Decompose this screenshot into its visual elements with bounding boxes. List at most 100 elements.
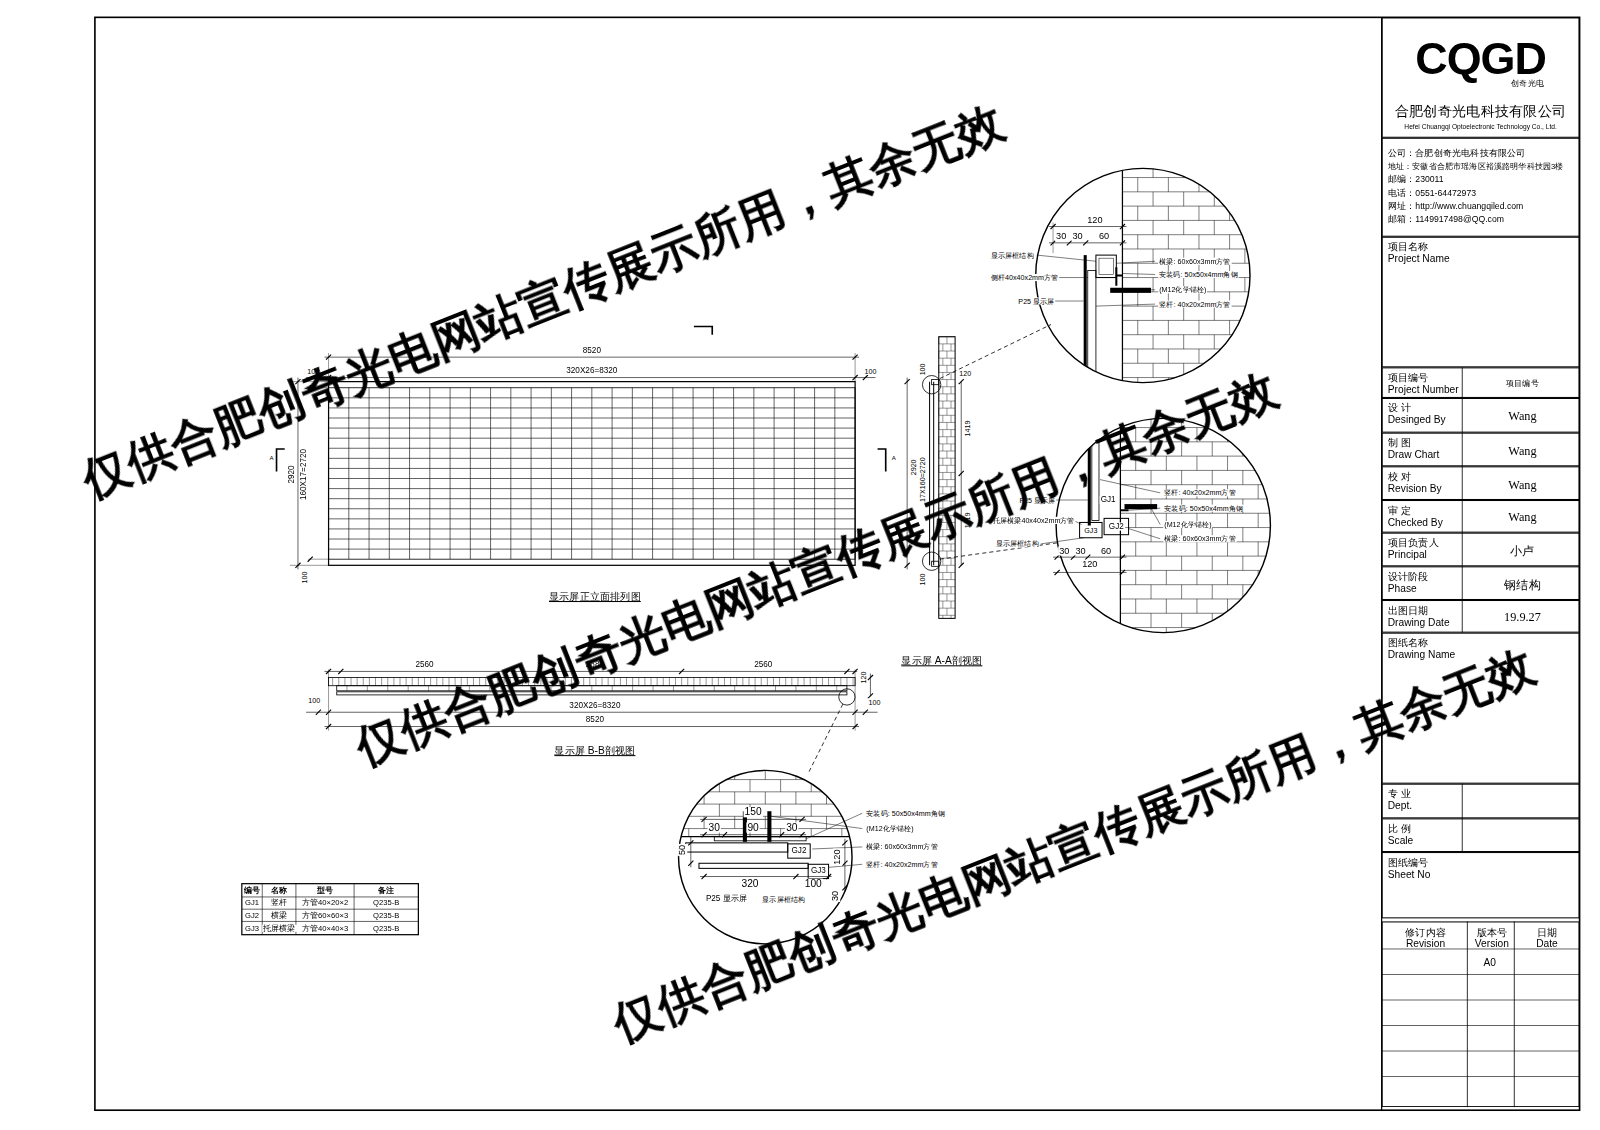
- line: [704, 767, 705, 779]
- line: [608, 678, 609, 686]
- line: [450, 388, 451, 559]
- line: [755, 678, 756, 686]
- line: [652, 388, 653, 559]
- dimension: 30: [1074, 546, 1086, 555]
- line: [940, 324, 1051, 378]
- line: [510, 388, 511, 559]
- part-label: (M12化学锚栓): [1158, 286, 1207, 293]
- view-caption: 显示屏正立面排列图: [548, 592, 642, 602]
- title-block-text: 小卢: [1510, 544, 1534, 556]
- part-label: 显示屏框结构: [761, 895, 806, 902]
- line: [1229, 349, 1230, 363]
- line: [1122, 363, 1255, 364]
- dimension: 30: [785, 822, 798, 832]
- line: [1166, 542, 1167, 556]
- line: [942, 615, 943, 618]
- outline: [1080, 522, 1102, 537]
- line: [793, 874, 798, 879]
- line: [842, 840, 847, 845]
- line: [780, 804, 781, 816]
- line: [841, 780, 842, 792]
- line: [673, 816, 674, 828]
- line: [1258, 428, 1259, 442]
- title-block-text: 设 计: [1388, 403, 1411, 413]
- dimension: 2560: [753, 661, 773, 669]
- line: [1227, 456, 1228, 470]
- line: [1153, 163, 1154, 177]
- title-block-text: Drawing Name: [1388, 650, 1455, 660]
- line: [939, 443, 955, 444]
- line: [369, 388, 370, 559]
- line: [822, 678, 823, 686]
- line: [329, 528, 856, 529]
- title-block-text: Wang: [1508, 444, 1536, 456]
- title-block-text: 电话：0551-64472973: [1388, 189, 1476, 198]
- line: [1137, 235, 1138, 249]
- line: [905, 379, 910, 384]
- line: [951, 558, 952, 565]
- line: [436, 678, 437, 686]
- table-cell: Q235-B: [372, 911, 400, 919]
- line: [1135, 513, 1136, 527]
- outline: [939, 337, 955, 619]
- line: [939, 486, 955, 487]
- line: [1137, 178, 1138, 192]
- view-caption: 显示屏 A-A剖视图: [900, 656, 983, 666]
- dimension: 30: [831, 890, 840, 902]
- line: [942, 387, 943, 394]
- line: [375, 678, 376, 686]
- line: [1214, 163, 1215, 177]
- line: [1120, 513, 1275, 514]
- title-block-text: 图纸编号: [1388, 857, 1429, 867]
- line: [722, 832, 727, 837]
- part-label: 侧杆40x40x2mm方管: [990, 274, 1060, 281]
- line: [1198, 378, 1199, 388]
- line: [700, 678, 701, 686]
- line: [632, 388, 633, 559]
- line: [946, 394, 947, 401]
- title-block-text: Hefei Chuangqi Optoelectronic Technology…: [1404, 124, 1557, 131]
- line: [1273, 413, 1274, 427]
- line: [1382, 1051, 1580, 1052]
- line: [1181, 556, 1182, 570]
- line: [724, 678, 725, 686]
- outline: [714, 837, 806, 841]
- title-block-cell: CQGD创奇光电合肥创奇光电科技有限公司Hefei Chuangqi Optoe…: [1382, 17, 1580, 137]
- line: [1129, 508, 1161, 510]
- part-code: GJ3: [1083, 527, 1098, 534]
- line: [531, 388, 532, 559]
- line: [1273, 528, 1274, 542]
- part-code: GJ3: [810, 867, 827, 875]
- line: [1258, 599, 1259, 613]
- line: [841, 829, 842, 837]
- title-block-cell: 设 计Desinged ByWang: [1382, 398, 1580, 433]
- line: [1129, 529, 1161, 539]
- title-block-cell: 公司：合肥创奇光电科技有限公司地址：安徽省合肥市瑶海区裕溪路明华科技园3楼邮编：…: [1382, 138, 1580, 237]
- outline: [699, 863, 808, 868]
- line: [951, 615, 952, 618]
- line: [775, 686, 776, 691]
- line: [706, 678, 707, 686]
- watermark: 仅供合肥创奇光电网站宣传展示所用，其余无效: [76, 98, 1010, 505]
- line: [632, 678, 633, 686]
- line: [1273, 499, 1274, 513]
- line: [719, 804, 720, 816]
- section-mark: A: [268, 455, 274, 461]
- line: [400, 678, 401, 686]
- line: [942, 401, 943, 408]
- line: [632, 686, 633, 691]
- line: [946, 608, 947, 615]
- line: [1196, 542, 1197, 556]
- line: [1168, 320, 1169, 334]
- line: [1229, 178, 1230, 192]
- line: [295, 563, 300, 568]
- title-block-text: 修订内容: [1405, 928, 1446, 938]
- part-label: 显示屏框结构: [995, 540, 1040, 547]
- line: [1151, 613, 1152, 627]
- line: [329, 418, 856, 419]
- line: [942, 458, 943, 465]
- title-block-text: Scale: [1388, 836, 1414, 846]
- title-block-text: Checked By: [1388, 517, 1443, 527]
- line: [1120, 240, 1125, 245]
- dimension: 100: [919, 362, 926, 376]
